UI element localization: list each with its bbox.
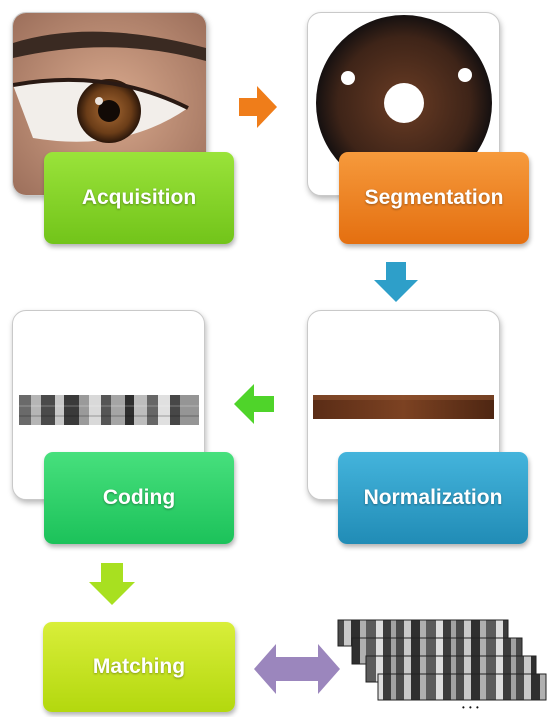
segmentation-stage: Segmentation (339, 152, 529, 244)
iris-code-database (337, 619, 547, 701)
normalization-stage: Normalization (338, 452, 528, 544)
ellipsis: • • • (462, 703, 480, 712)
normalized-iris-strip (313, 395, 494, 419)
acquisition-label: Acquisition (81, 186, 197, 209)
matching-label: Matching (92, 655, 186, 678)
arrow-down-icon (89, 563, 135, 605)
arrow-down-icon (374, 262, 418, 302)
iris-code-strip (19, 395, 199, 425)
segmentation-photo-card (307, 12, 500, 196)
arrow-left-icon (234, 384, 274, 424)
segmentation-label: Segmentation (364, 186, 504, 209)
coding-label: Coding (102, 486, 176, 509)
matching-stage: Matching (43, 622, 235, 712)
acquisition-stage: Acquisition (44, 152, 234, 244)
segmented-iris-image (316, 15, 492, 191)
normalization-label: Normalization (363, 486, 503, 509)
coding-stage: Coding (44, 452, 234, 544)
arrow-right-icon (239, 86, 277, 128)
double-arrow-icon (254, 644, 340, 694)
